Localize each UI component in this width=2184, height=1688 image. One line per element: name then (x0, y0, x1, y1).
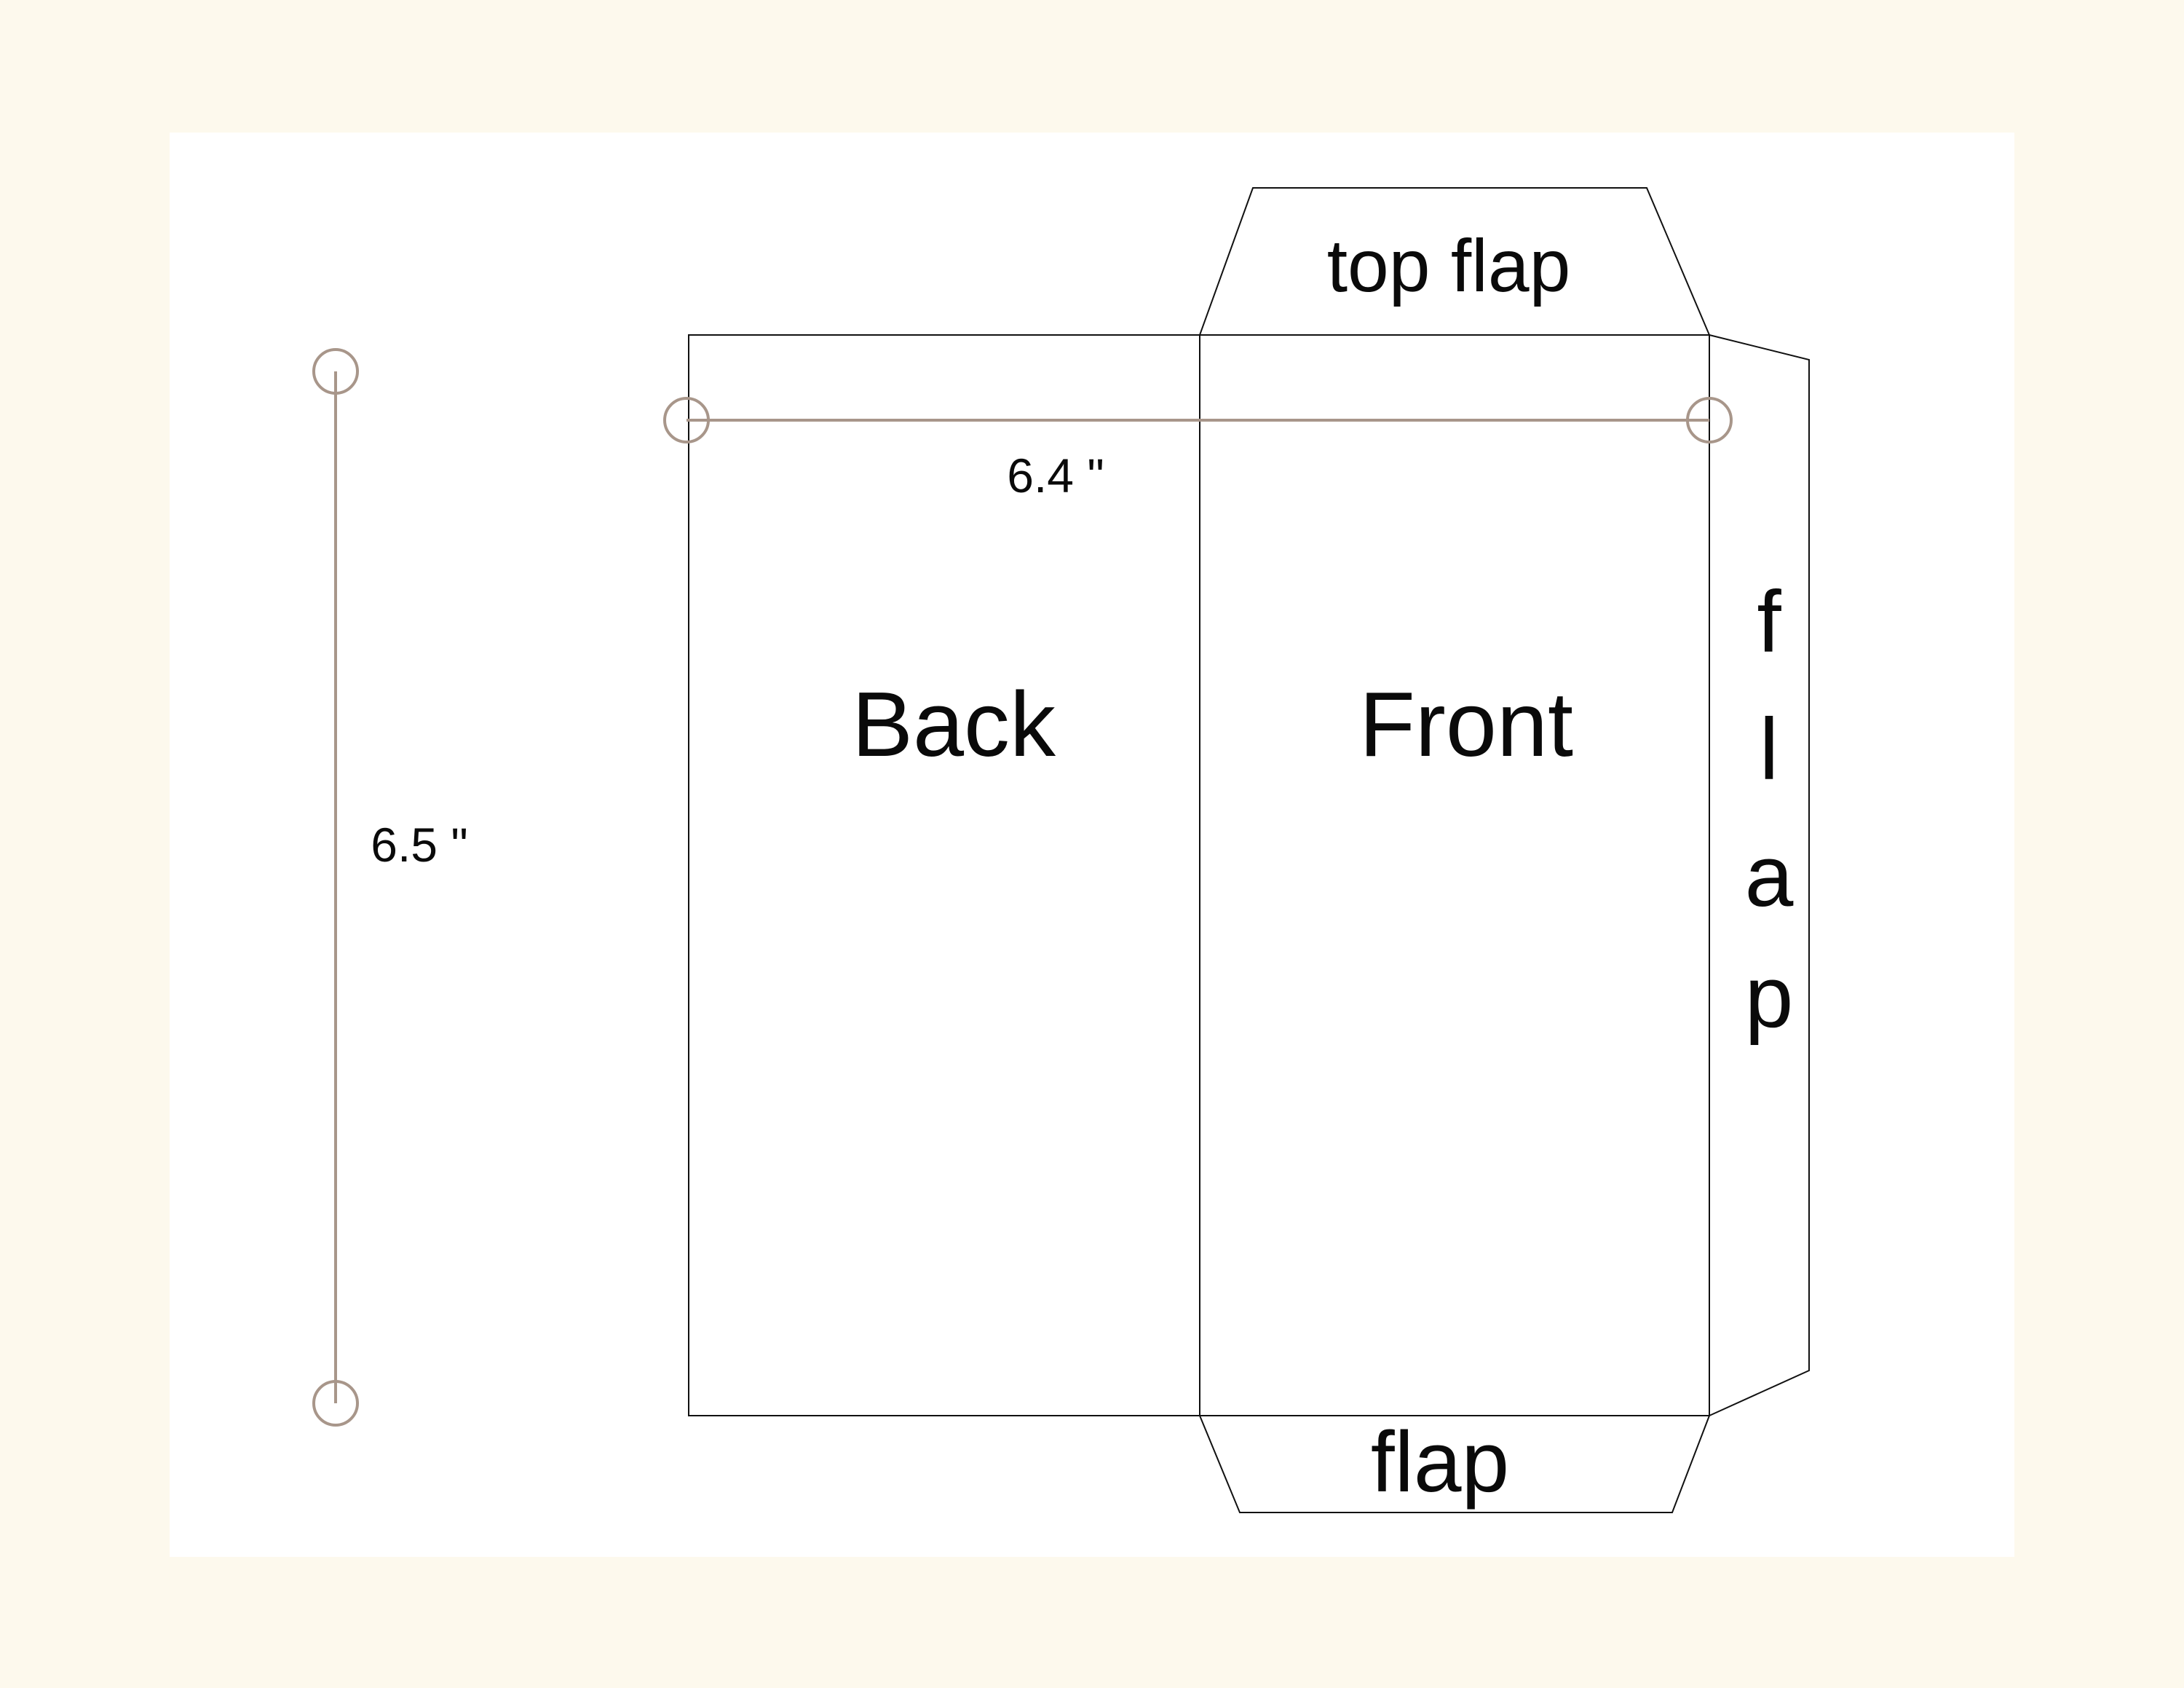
top-flap-label: top flap (1327, 224, 1571, 307)
width-measure-left-handle (663, 397, 710, 443)
bottom-flap-label: flap (1371, 1414, 1509, 1510)
height-measure-top-handle (312, 348, 359, 395)
template-card (170, 133, 2014, 1557)
height-measure-bottom-handle (312, 1380, 359, 1427)
width-dimension-label: 6.4 " (1007, 449, 1104, 502)
front-panel (1199, 334, 1710, 1416)
top-flap-outline (1199, 187, 1710, 336)
bottom-flap-outline (1199, 1415, 1710, 1513)
side-flap-letter-p: p (1745, 948, 1794, 1046)
height-dimension-label: 6.5 " (371, 818, 468, 872)
side-flap-outline (1709, 334, 1810, 1416)
side-flap-letter-a: a (1745, 827, 1794, 925)
front-panel-label: Front (1359, 673, 1573, 776)
back-panel-label: Back (852, 673, 1056, 776)
side-flap-letter-l: l (1760, 701, 1779, 798)
width-measure-right-handle (1686, 397, 1733, 443)
width-measure (663, 397, 1733, 443)
height-measure (312, 348, 359, 1427)
side-flap-letter-f: f (1757, 573, 1781, 671)
